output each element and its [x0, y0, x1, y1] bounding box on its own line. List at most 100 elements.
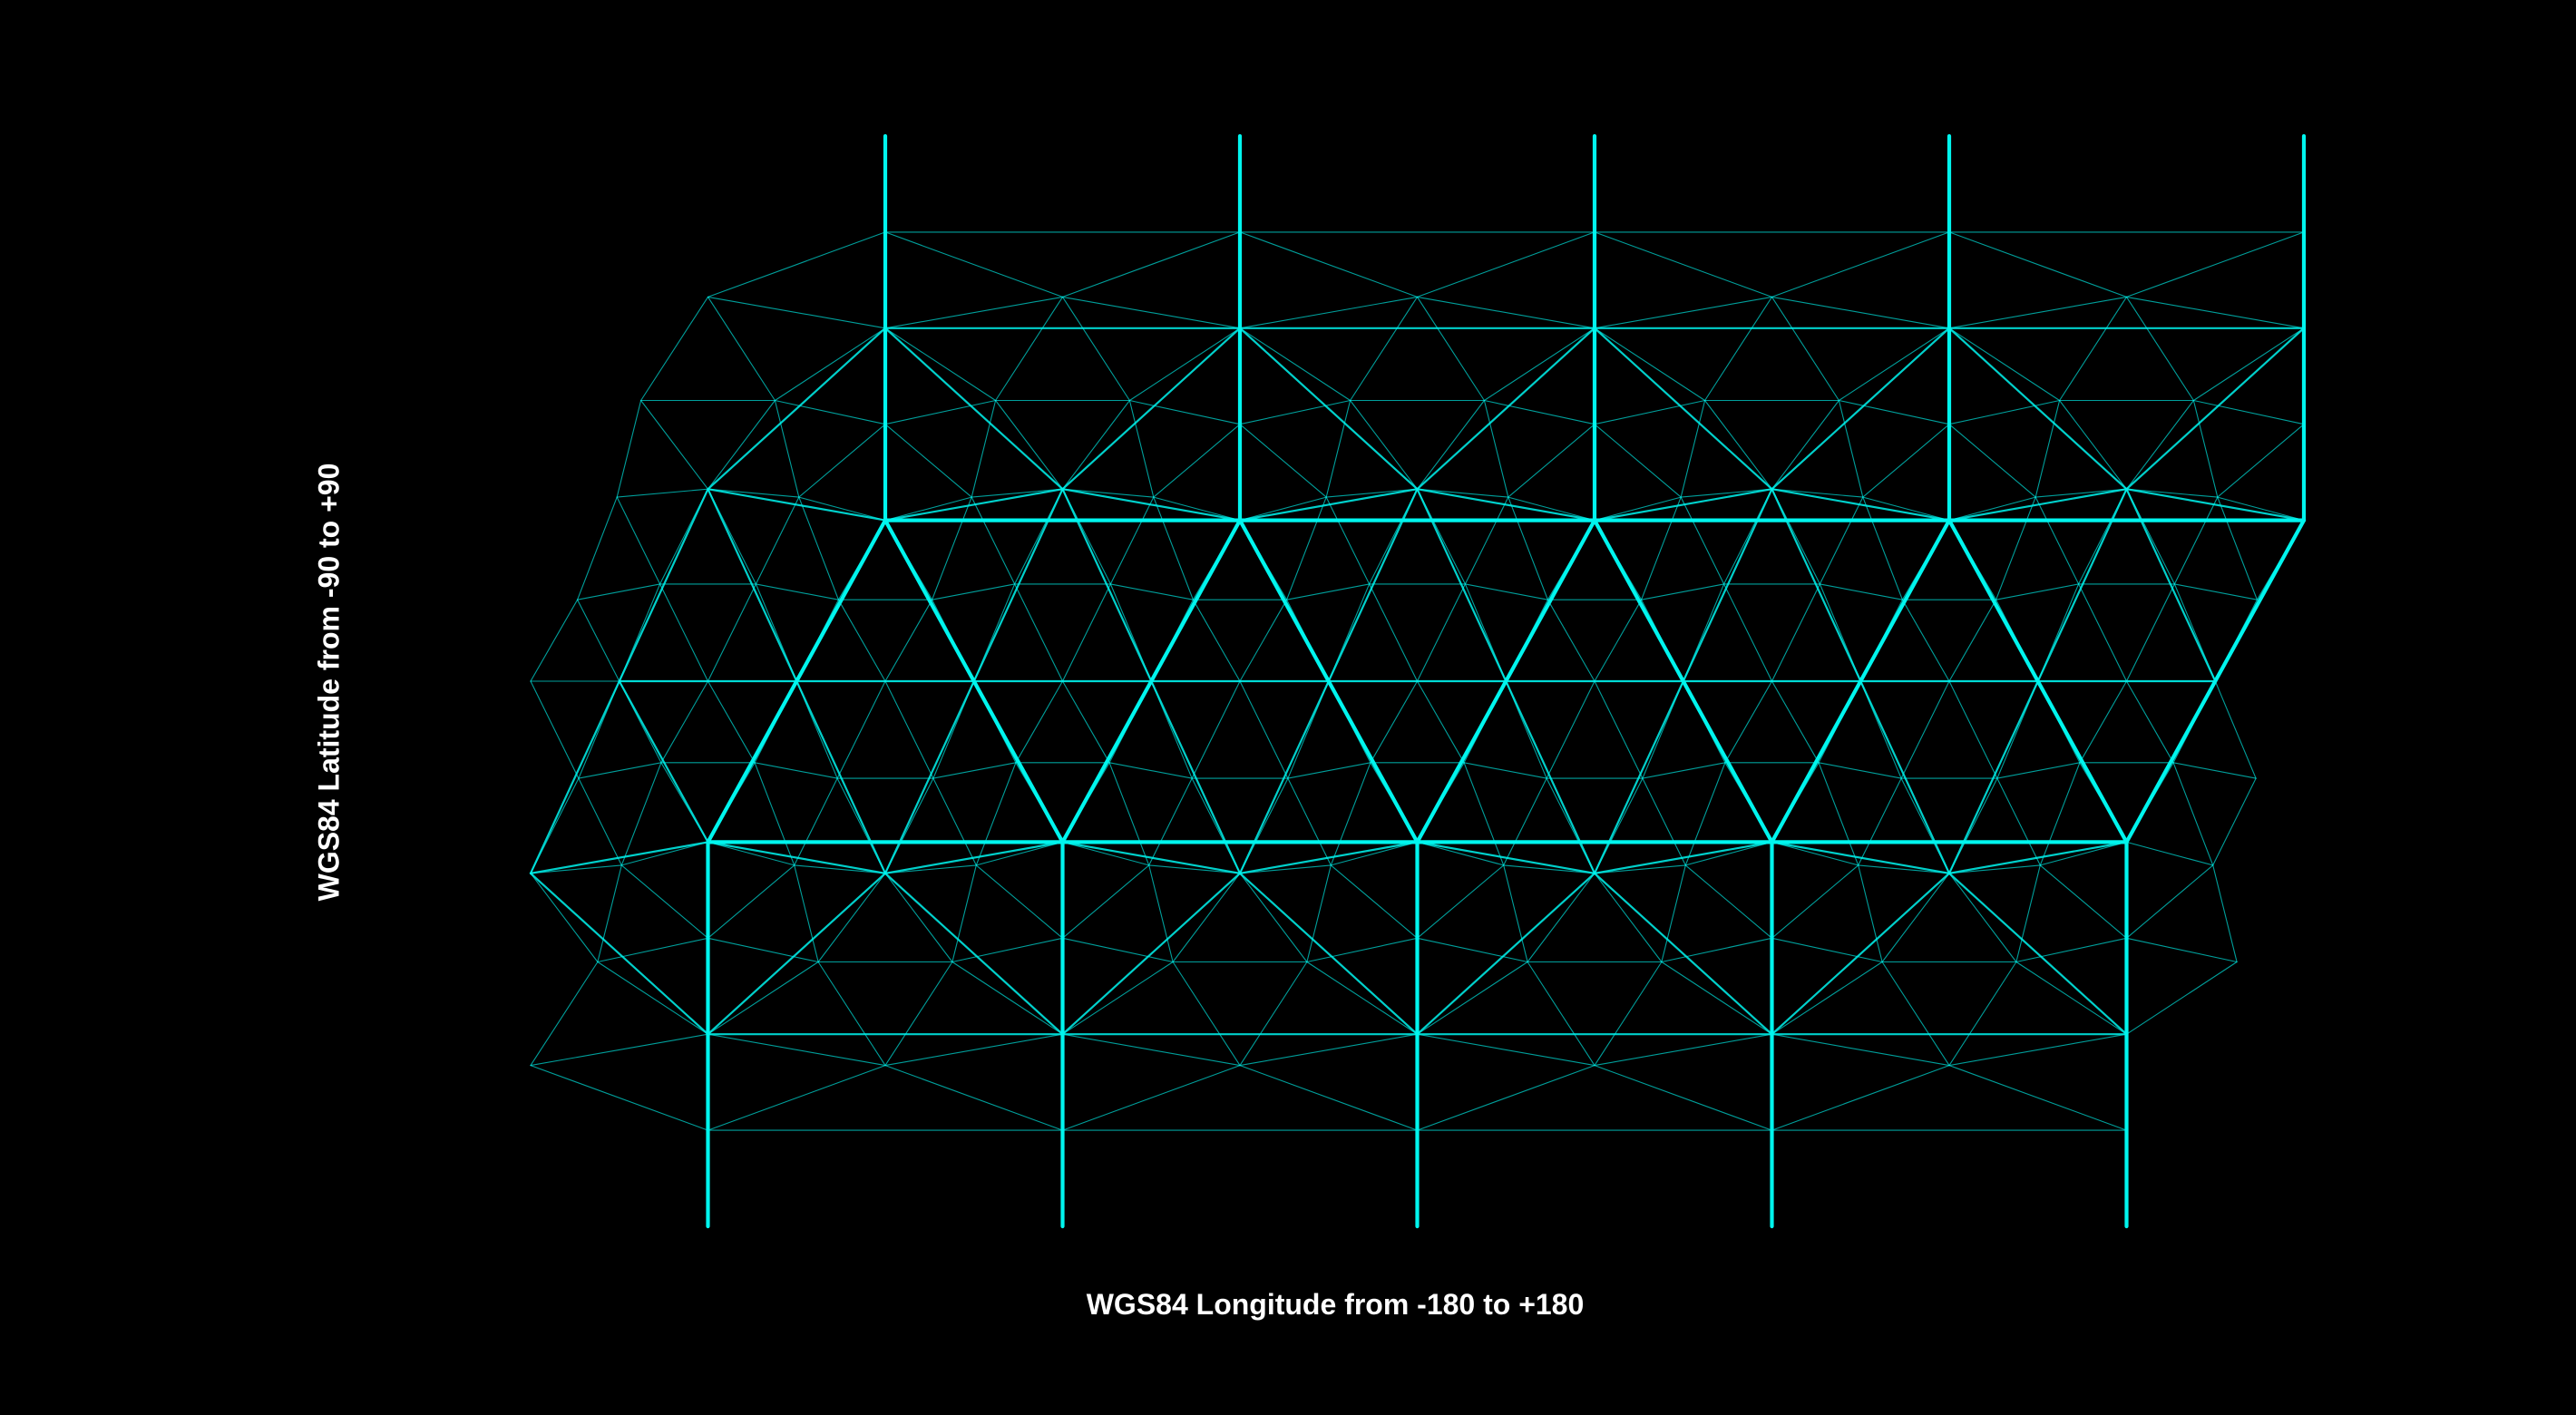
mesh-edge-level-2	[618, 679, 709, 844]
mesh-edge-level-3	[1287, 777, 1332, 866]
mesh-edge-level-3	[2059, 399, 2128, 490]
mesh-edge-level-3	[884, 1065, 1064, 1131]
mesh-edge-level-3	[884, 424, 972, 498]
mesh-edge-level-3	[2125, 864, 2214, 939]
mesh-edge-level-3	[707, 680, 756, 764]
mesh-edge-level-3	[2192, 327, 2305, 402]
mesh-edge-level-3	[995, 399, 1064, 490]
mesh-edge-level-3	[1996, 762, 2081, 779]
mesh-edge-level-3	[1684, 864, 1773, 939]
mesh-edge-level-3	[2015, 937, 2128, 963]
mesh-edge-level-3	[1483, 399, 1509, 498]
mesh-edge-level-3	[2214, 680, 2257, 779]
mesh-edge-level-3	[577, 599, 620, 682]
mesh-edge-level-3	[2034, 488, 2128, 498]
mesh-edge-level-3	[1330, 841, 1419, 866]
mesh-edge-level-3	[1503, 777, 1547, 866]
mesh-edge-level-2	[1771, 488, 1862, 683]
mesh-edge-level-3	[932, 762, 1017, 779]
mesh-edge-level-3	[2015, 961, 2128, 1035]
y-axis-label: WGS84 Latitude from -90 to +90	[312, 463, 346, 902]
mesh-edge-level-2	[1593, 872, 1773, 1036]
mesh-edge-level-3	[530, 599, 579, 682]
mesh-edge-level-3	[798, 496, 886, 522]
mesh-edge-level-3	[1771, 841, 1859, 866]
mesh-edge-level-3	[836, 680, 886, 779]
mesh-edge-level-3	[1416, 583, 1466, 682]
mesh-edge-level-3	[1661, 864, 1686, 963]
mesh-edge-level-2	[1238, 872, 1419, 1036]
mesh-edge-level-3	[1369, 583, 1419, 682]
mesh-edge-level-3	[530, 680, 580, 779]
mesh-edge-level-3	[995, 296, 1064, 402]
mesh-edge-level-3	[817, 873, 886, 963]
mesh-edge-level-3	[1061, 296, 1241, 329]
mesh-edge-level-1	[706, 518, 888, 844]
mesh-edge-level-3	[1416, 680, 1465, 764]
mesh-level-3-thin	[530, 135, 2305, 1227]
mesh-edge-level-2	[972, 488, 1064, 683]
mesh-edge-level-3	[578, 762, 662, 779]
mesh-edge-level-3	[1239, 231, 1419, 298]
mesh-edge-level-3	[2125, 583, 2175, 682]
mesh-edge-level-3	[1061, 399, 1130, 490]
mesh-edge-level-3	[1642, 762, 1726, 779]
mesh-edge-level-3	[1109, 496, 1155, 585]
mesh-edge-level-3	[1128, 327, 1241, 402]
mesh-edge-level-3	[1858, 864, 1950, 874]
mesh-edge-level-3	[1594, 231, 1773, 298]
mesh-edge-level-1	[1770, 518, 1952, 844]
mesh-edge-level-3	[1948, 424, 2036, 498]
mesh-edge-level-2	[883, 841, 1064, 874]
mesh-edge-level-3	[1014, 583, 1064, 682]
mesh-edge-level-3	[2125, 841, 2214, 866]
mesh-edge-level-3	[707, 231, 886, 298]
mesh-edge-level-3	[1724, 680, 1773, 764]
mesh-edge-level-3	[2173, 496, 2219, 585]
mesh-edge-level-3	[1881, 961, 1950, 1067]
mesh-edge-level-3	[884, 231, 1064, 298]
mesh-edge-level-3	[2172, 762, 2257, 779]
mesh-edge-level-3	[2212, 777, 2257, 866]
mesh-edge-level-3	[577, 496, 618, 600]
mesh-edge-level-3	[1680, 488, 1773, 498]
mesh-edge-level-3	[2212, 864, 2238, 963]
mesh-edge-level-2	[1327, 488, 1419, 683]
mesh-edge-level-3	[707, 399, 776, 490]
mesh-edge-level-1	[2124, 518, 2307, 844]
mesh-edge-level-3	[884, 327, 997, 402]
mesh-edge-level-3	[1108, 762, 1150, 866]
mesh-edge-level-2	[1416, 488, 1596, 522]
mesh-edge-level-3	[1771, 937, 1883, 963]
mesh-edge-level-3	[1061, 680, 1110, 764]
mesh-edge-level-2	[1859, 679, 1951, 874]
mesh-edge-level-3	[1948, 399, 2061, 425]
mesh-edge-level-3	[2078, 583, 2128, 682]
mesh-edge-level-3	[707, 1033, 886, 1067]
mesh-edge-level-3	[1061, 488, 1155, 498]
mesh-edge-level-3	[707, 841, 795, 866]
mesh-edge-level-3	[1503, 864, 1595, 874]
mesh-edge-level-2	[1771, 327, 1951, 491]
mesh-edge-level-3	[1287, 762, 1371, 779]
mesh-edge-level-3	[1996, 777, 2041, 866]
mesh-edge-level-3	[1594, 599, 1643, 682]
mesh-edge-level-3	[1153, 496, 1241, 522]
mesh-edge-level-3	[1527, 961, 1595, 1067]
mesh-edge-level-3	[1641, 583, 1725, 600]
mesh-edge-level-3	[1684, 841, 1773, 866]
mesh-edge-level-3	[1862, 496, 1903, 600]
mesh-edge-level-2	[529, 841, 709, 874]
mesh-edge-level-2	[2125, 327, 2306, 491]
mesh-edge-level-3	[1325, 496, 1371, 585]
mesh-edge-level-3	[1148, 864, 1174, 963]
mesh-edge-level-2	[1771, 872, 1951, 1036]
mesh-edge-level-3	[2059, 296, 2128, 402]
mesh-edge-level-3	[1192, 599, 1241, 682]
mesh-edge-level-3	[1819, 496, 1864, 585]
mesh-edge-level-2	[883, 872, 1064, 1036]
mesh-edge-level-3	[1061, 1065, 1241, 1131]
mesh-edge-level-3	[1771, 864, 1859, 939]
mesh-edge-level-3	[707, 1065, 886, 1131]
mesh-edge-level-3	[1061, 864, 1150, 939]
